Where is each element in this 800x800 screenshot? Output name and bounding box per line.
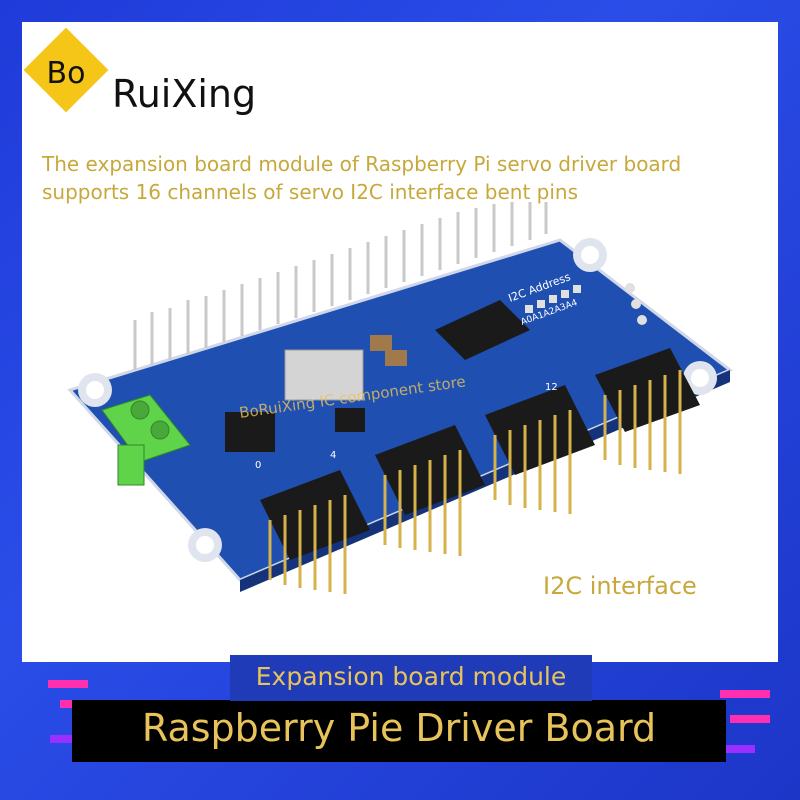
decor-bar — [50, 735, 80, 743]
main-banner-text: Raspberry Pie Driver Board — [141, 706, 657, 750]
vin-label: VIN — [157, 508, 181, 528]
product-image: I2C Address A0A1A2A3A4 VIN 0 4 12 BoRuiX… — [40, 200, 760, 620]
servo-header-group-3 — [485, 385, 595, 514]
regulator-chip — [225, 412, 275, 452]
decor-bar — [730, 715, 770, 723]
mosfet-chip — [335, 408, 365, 432]
main-banner: Raspberry Pie Driver Board — [72, 700, 726, 762]
headline: The expansion board module of Raspberry … — [42, 150, 782, 206]
channel-label: 4 — [330, 450, 336, 461]
servo-header-group-1 — [260, 470, 370, 594]
logo-text: Bo — [46, 56, 86, 91]
brand-name: RuiXing — [112, 72, 257, 116]
sub-banner: Expansion board module — [230, 655, 592, 701]
gpio-header — [133, 202, 548, 370]
address-jumpers — [525, 285, 581, 313]
capacitor — [385, 350, 407, 366]
power-terminal — [101, 394, 191, 486]
mounting-holes — [78, 238, 717, 562]
inductor — [284, 349, 364, 401]
decor-bar — [48, 680, 88, 688]
decor-bar — [725, 745, 755, 753]
led-pads — [625, 283, 647, 325]
headline-line-2: supports 16 channels of servo I2C interf… — [42, 180, 579, 204]
board-illustration: I2C Address A0A1A2A3A4 VIN 0 4 12 BoRuiX… — [67, 202, 733, 594]
i2c-caption: I2C interface — [543, 572, 697, 600]
headline-line-1: The expansion board module of Raspberry … — [42, 152, 682, 176]
channel-label: 0 — [255, 460, 261, 471]
servo-header-group-4 — [595, 348, 700, 474]
channel-label: 12 — [545, 382, 558, 393]
capacitor — [370, 335, 392, 351]
servo-header-group-2 — [375, 425, 485, 556]
pwm-chip — [435, 300, 530, 360]
pcb-board — [67, 238, 733, 592]
decor-bar — [720, 690, 770, 698]
sub-banner-text: Expansion board module — [255, 662, 567, 691]
